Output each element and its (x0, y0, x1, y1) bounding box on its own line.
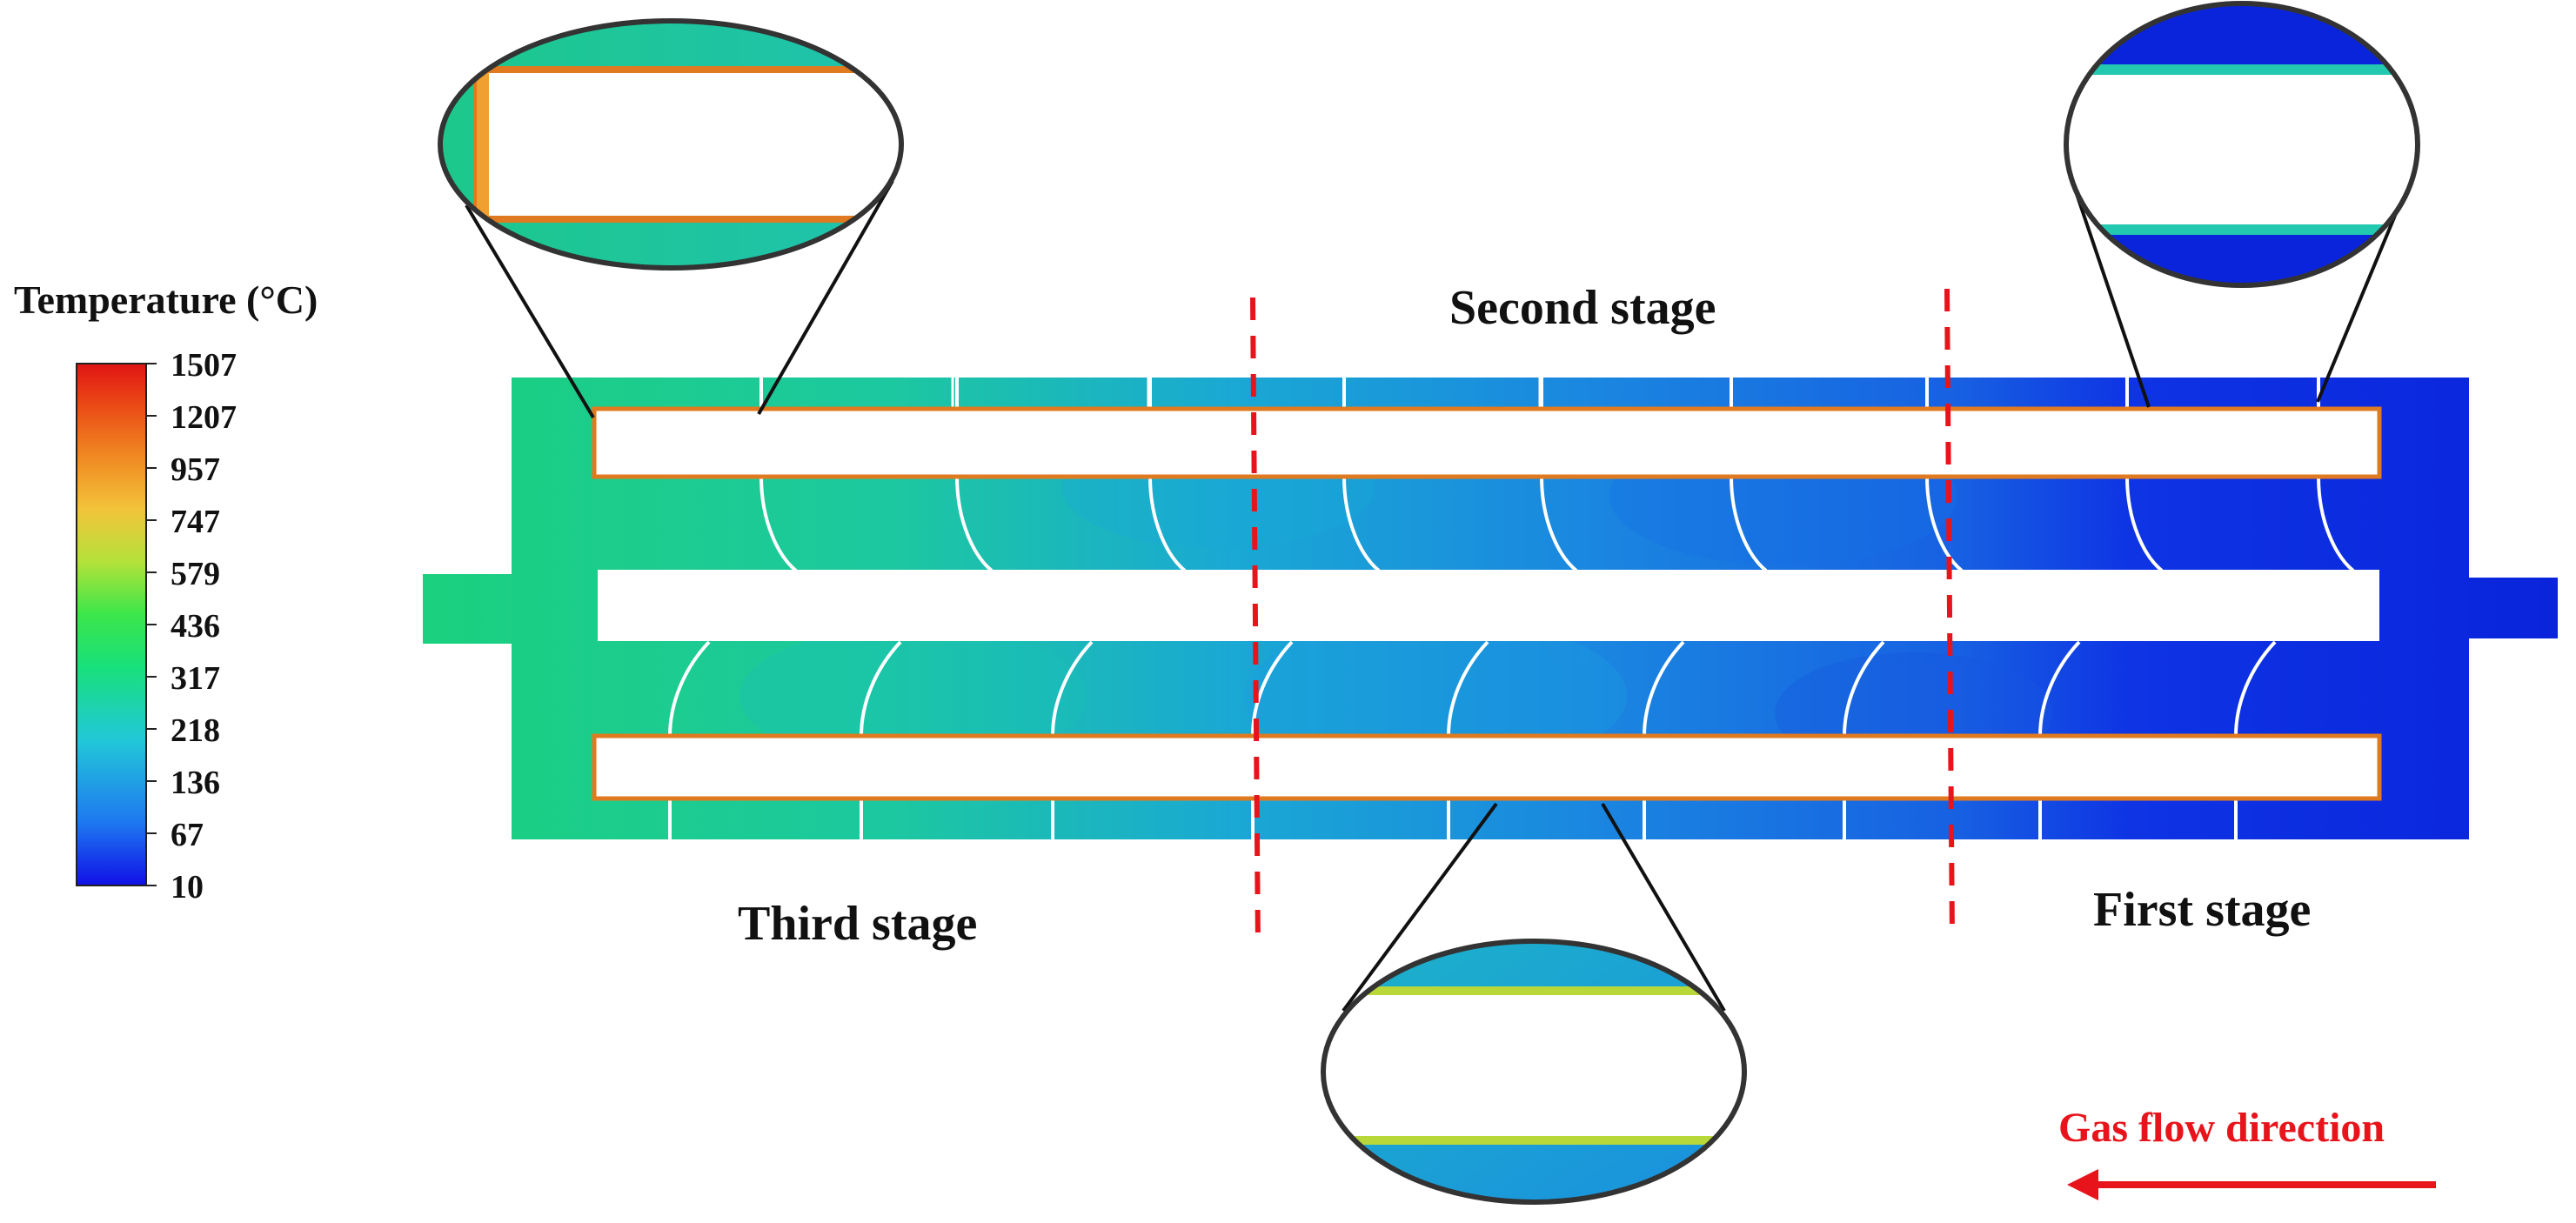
legend-colorbar (76, 363, 147, 886)
kiln-body (423, 378, 2558, 839)
lower-tube (592, 733, 2382, 801)
legend-tick-label: 957 (171, 451, 220, 488)
stage-divider-right (1944, 288, 1955, 939)
legend-tick-label: 1507 (171, 347, 237, 384)
legend-tick-label: 317 (171, 660, 220, 697)
screw-flight-line (759, 378, 798, 572)
screw-flight-line (1447, 640, 1489, 839)
legend-tick-label: 436 (171, 608, 220, 645)
zoom-inset-first-stage (2064, 1, 2420, 288)
zoom-inset-second-stage (1321, 939, 1747, 1205)
screw-flight-line (1051, 640, 1094, 839)
screw-flight-line (1540, 378, 1578, 572)
stage-divider-left (1250, 297, 1261, 947)
legend-tick-label: 747 (171, 504, 220, 540)
legend-tick-label: 67 (171, 817, 204, 853)
label-third-stage: Third stage (738, 897, 977, 951)
screw-flight-line (2125, 378, 2164, 572)
screw-flight-line (955, 378, 994, 572)
upper-tube (592, 406, 2382, 479)
screw-flights (668, 378, 2355, 839)
legend-tick-label: 1207 (171, 399, 237, 436)
legend-tick-label: 136 (171, 765, 220, 801)
legend-tick-label: 218 (171, 712, 220, 749)
screw-flight-line (1148, 378, 1187, 572)
label-second-stage: Second stage (1449, 281, 1716, 335)
screw-flight-line (2038, 640, 2081, 839)
center-shaft (598, 570, 2379, 641)
screw-flight-line (1342, 378, 1381, 572)
screw-flight-line (1843, 640, 1885, 839)
zoom-inset-third-stage (438, 18, 904, 271)
screw-flight-line (1730, 378, 1768, 572)
label-first-stage: First stage (2093, 883, 2311, 937)
screw-flight-line (1251, 640, 1294, 839)
legend-ticks: 1507 1207 957 747 579 436 317 218 136 67 10 (146, 347, 237, 906)
screw-flight-line (860, 640, 902, 839)
screw-flight-line (1643, 640, 1685, 839)
gas-flow-arrow (2067, 1169, 2436, 1200)
legend-tick-label: 10 (171, 869, 204, 906)
legend-tick-label: 579 (171, 556, 220, 592)
screw-flight-line (668, 640, 711, 839)
screw-flight-line (1925, 378, 1964, 572)
screw-flight-line (2234, 640, 2277, 839)
legend-title: Temperature (°C) (14, 277, 318, 322)
screw-flight-line (2317, 378, 2355, 572)
gas-flow-label: Gas flow direction (2058, 1105, 2385, 1151)
zoom-connectors (465, 180, 2405, 1012)
